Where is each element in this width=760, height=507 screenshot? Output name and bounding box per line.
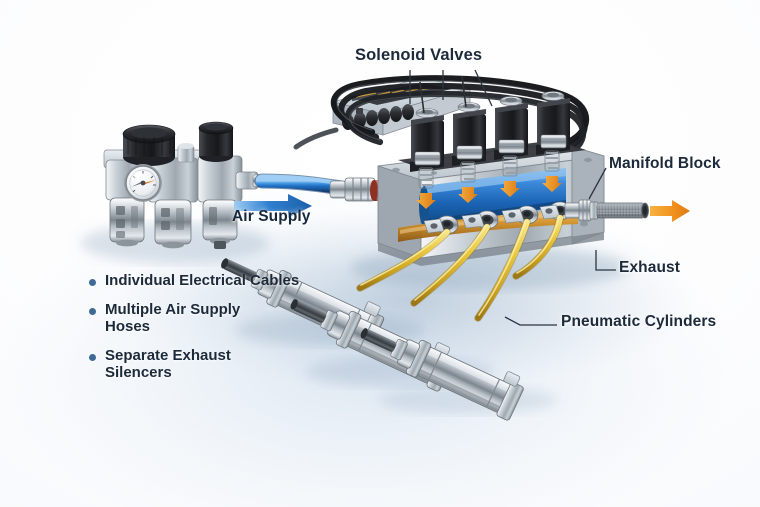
exhaust-arrow <box>650 200 690 222</box>
solenoid-valve <box>536 91 570 192</box>
air-supply-arrow <box>234 194 312 218</box>
electrical-cables <box>330 75 589 162</box>
frl-unit <box>103 121 268 249</box>
frl-oiler-cap <box>198 121 234 162</box>
bullet-dot-icon <box>89 307 96 315</box>
frl-mid-knob <box>177 143 195 163</box>
list-item: Individual Electrical Cables <box>89 272 324 290</box>
solenoid-valve <box>410 81 444 209</box>
frl-adjust-knob <box>122 124 176 166</box>
bullet-dot-icon <box>89 279 96 286</box>
feature-bullet-list: Individual Electrical Cables Multiple Ai… <box>89 272 324 393</box>
solenoid-valve <box>452 75 486 203</box>
solenoid-valve-bank <box>398 75 586 209</box>
solenoid-valve <box>494 96 528 197</box>
pressure-gauge <box>124 164 162 202</box>
bullet-dot-icon <box>89 353 96 361</box>
air-hoses <box>356 214 564 322</box>
exhaust-silencer <box>564 199 690 222</box>
frl-regulator-body <box>147 157 199 249</box>
leader-lines <box>409 69 616 326</box>
frl-lubricator-body <box>197 155 243 249</box>
bullet-text: Individual Electrical Cables <box>105 272 300 289</box>
pneumatic-cylinder <box>360 328 524 421</box>
